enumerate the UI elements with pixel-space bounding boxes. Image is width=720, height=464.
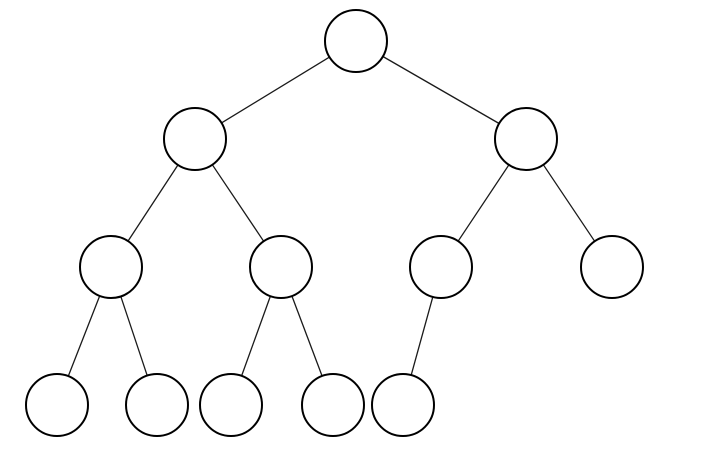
tree-edge-n1-n4 [211,164,265,242]
tree-edge-n0-n2 [382,55,500,125]
tree-node-n6 [580,235,644,299]
tree-edge-n2-n5 [457,164,510,242]
tree-node-n7 [25,373,89,437]
tree-node-circle [371,373,435,437]
tree-edge-n4-n10 [291,295,323,377]
tree-node-circle [249,235,313,299]
tree-node-circle [199,373,263,437]
tree-node-circle [125,373,189,437]
tree-node-circle [494,107,558,171]
tree-node-circle [301,373,365,437]
tree-edge-n3-n7 [67,295,101,377]
tree-node-n11 [371,373,435,437]
tree-edge-n3-n8 [120,296,148,376]
tree-node-n10 [301,373,365,437]
tree-edges [67,55,596,377]
tree-node-n2 [494,107,558,171]
tree-node-circle [409,235,473,299]
tree-edge-n1-n3 [127,164,179,242]
tree-node-circle [163,107,227,171]
tree-node-n0 [324,9,388,73]
tree-node-n8 [125,373,189,437]
tree-node-n9 [199,373,263,437]
tree-node-n4 [249,235,313,299]
tree-edge-n4-n9 [240,295,272,377]
tree-node-circle [324,9,388,73]
tree-node-n5 [409,235,473,299]
tree-node-n3 [79,235,143,299]
tree-node-circle [79,235,143,299]
tree-edge-n5-n11 [410,296,434,376]
tree-nodes [25,9,644,437]
tree-node-n1 [163,107,227,171]
tree-node-circle [25,373,89,437]
tree-edge-n0-n1 [221,56,330,124]
tree-node-circle [580,235,644,299]
tree-edge-n2-n6 [542,164,596,242]
